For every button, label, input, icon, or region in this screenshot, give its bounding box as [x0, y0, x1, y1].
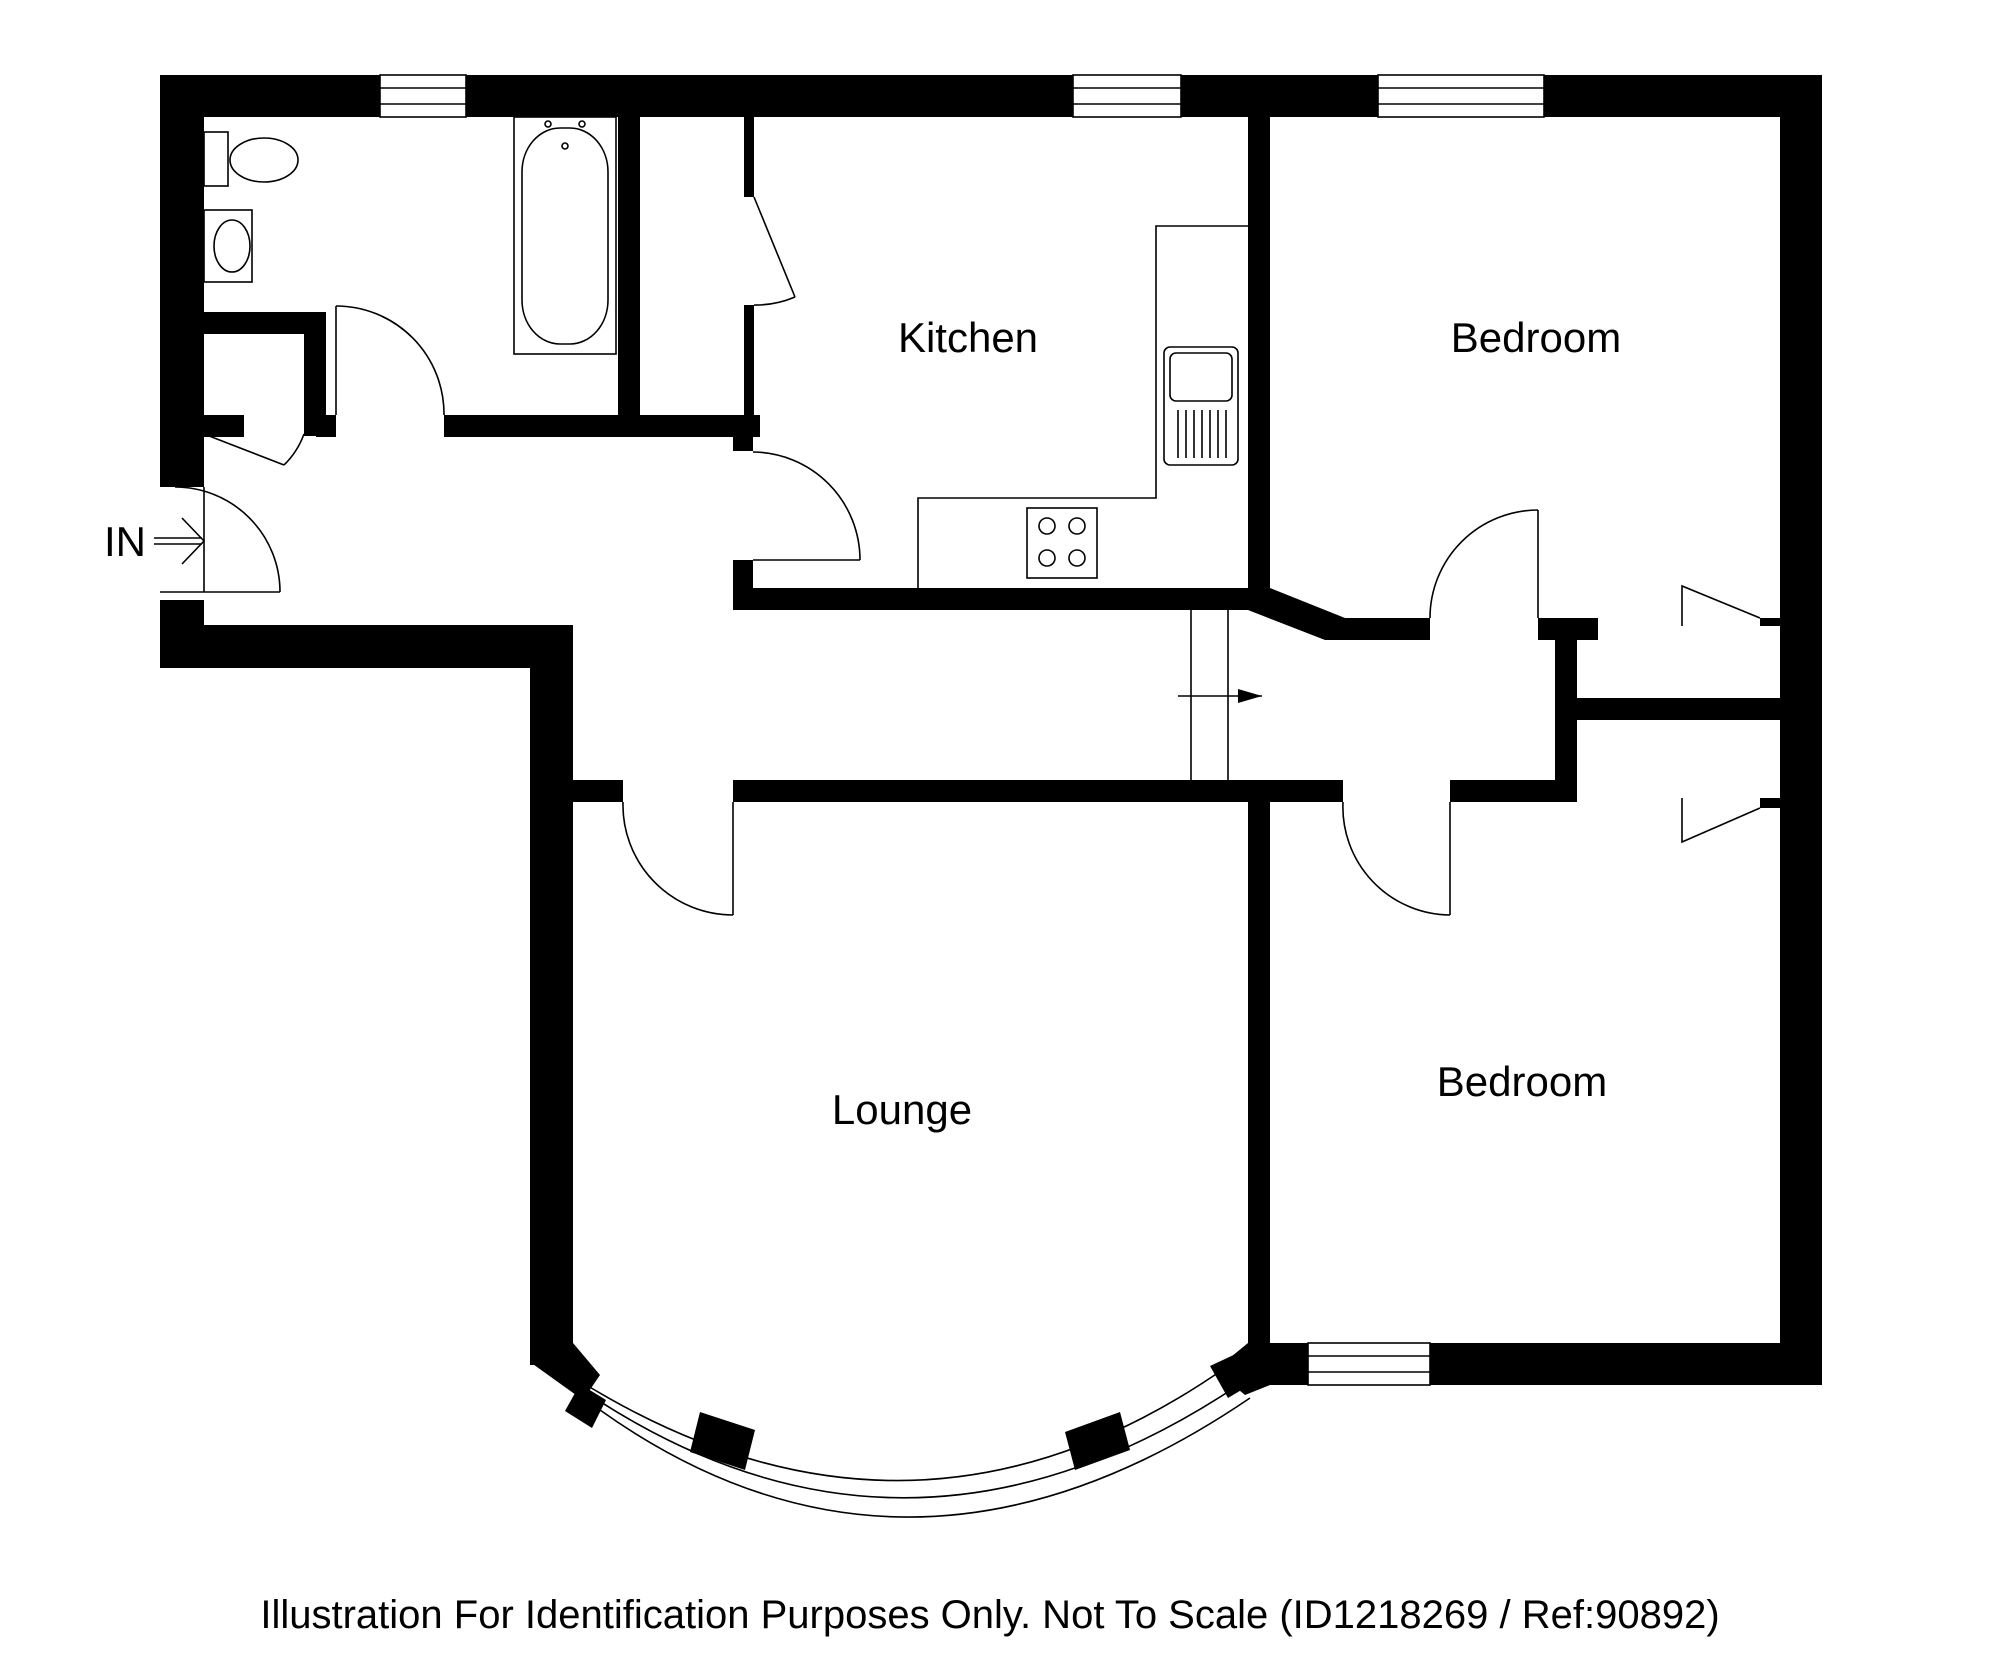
- basin-icon: [203, 209, 253, 283]
- top-windows: [379, 74, 1545, 118]
- doors: [160, 196, 1761, 916]
- room-label-bedroom-bottom: Bedroom: [1437, 1058, 1607, 1105]
- outer-walls: [160, 75, 1822, 1400]
- kitchen-fixtures: [917, 225, 1248, 588]
- entry-arrow-icon: [154, 517, 206, 565]
- toilet-cistern-icon: [203, 131, 229, 187]
- sink-icon: [1163, 346, 1239, 466]
- entry-label: IN: [104, 518, 146, 565]
- room-label-bedroom-top: Bedroom: [1451, 314, 1621, 361]
- bay-window: [565, 1352, 1258, 1518]
- step-arrow-icon: [1238, 689, 1262, 703]
- plan-caption: Illustration For Identification Purposes…: [260, 1593, 1719, 1637]
- hob-icon: [1026, 507, 1098, 579]
- bedroom-bottom-window: [1307, 1342, 1431, 1386]
- interior-walls: [204, 117, 1780, 1345]
- room-label-lounge: Lounge: [832, 1086, 972, 1133]
- room-label-kitchen: Kitchen: [898, 314, 1038, 361]
- bath-icon: [513, 116, 617, 355]
- toilet-icon: [229, 137, 299, 183]
- bathroom-fixtures: [203, 116, 617, 355]
- hall-step: [1178, 610, 1262, 780]
